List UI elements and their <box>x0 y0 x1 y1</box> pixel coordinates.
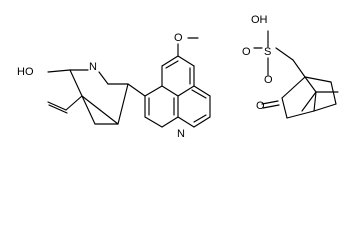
right-camphorsulfonic-bonds <box>253 30 339 119</box>
molecule-right-structure: OH S O O O <box>242 14 339 119</box>
sulfonic-oh-label: OH <box>251 14 268 26</box>
chemical-structure-canvas: HO N O N <box>17 14 339 140</box>
methoxy-oxygen-label: O <box>174 32 183 44</box>
ketone-oxygen-label: O <box>256 100 265 112</box>
bridge-nitrogen-label: N <box>89 61 97 73</box>
sulfonyl-oxygen-left-label: O <box>242 46 251 58</box>
hydroxyl-label: HO <box>17 66 34 78</box>
quinoline-nitrogen-label: N <box>177 128 185 140</box>
sulfonyl-oxygen-bottom-label: O <box>264 74 273 86</box>
left-quinoline-bonds <box>127 37 211 128</box>
sulfur-label: S <box>264 46 271 58</box>
chemical-structure-svg: HO N O N <box>17 14 339 140</box>
left-skeleton-bonds <box>47 69 129 125</box>
molecule-left-structure: HO N O N <box>17 32 211 140</box>
